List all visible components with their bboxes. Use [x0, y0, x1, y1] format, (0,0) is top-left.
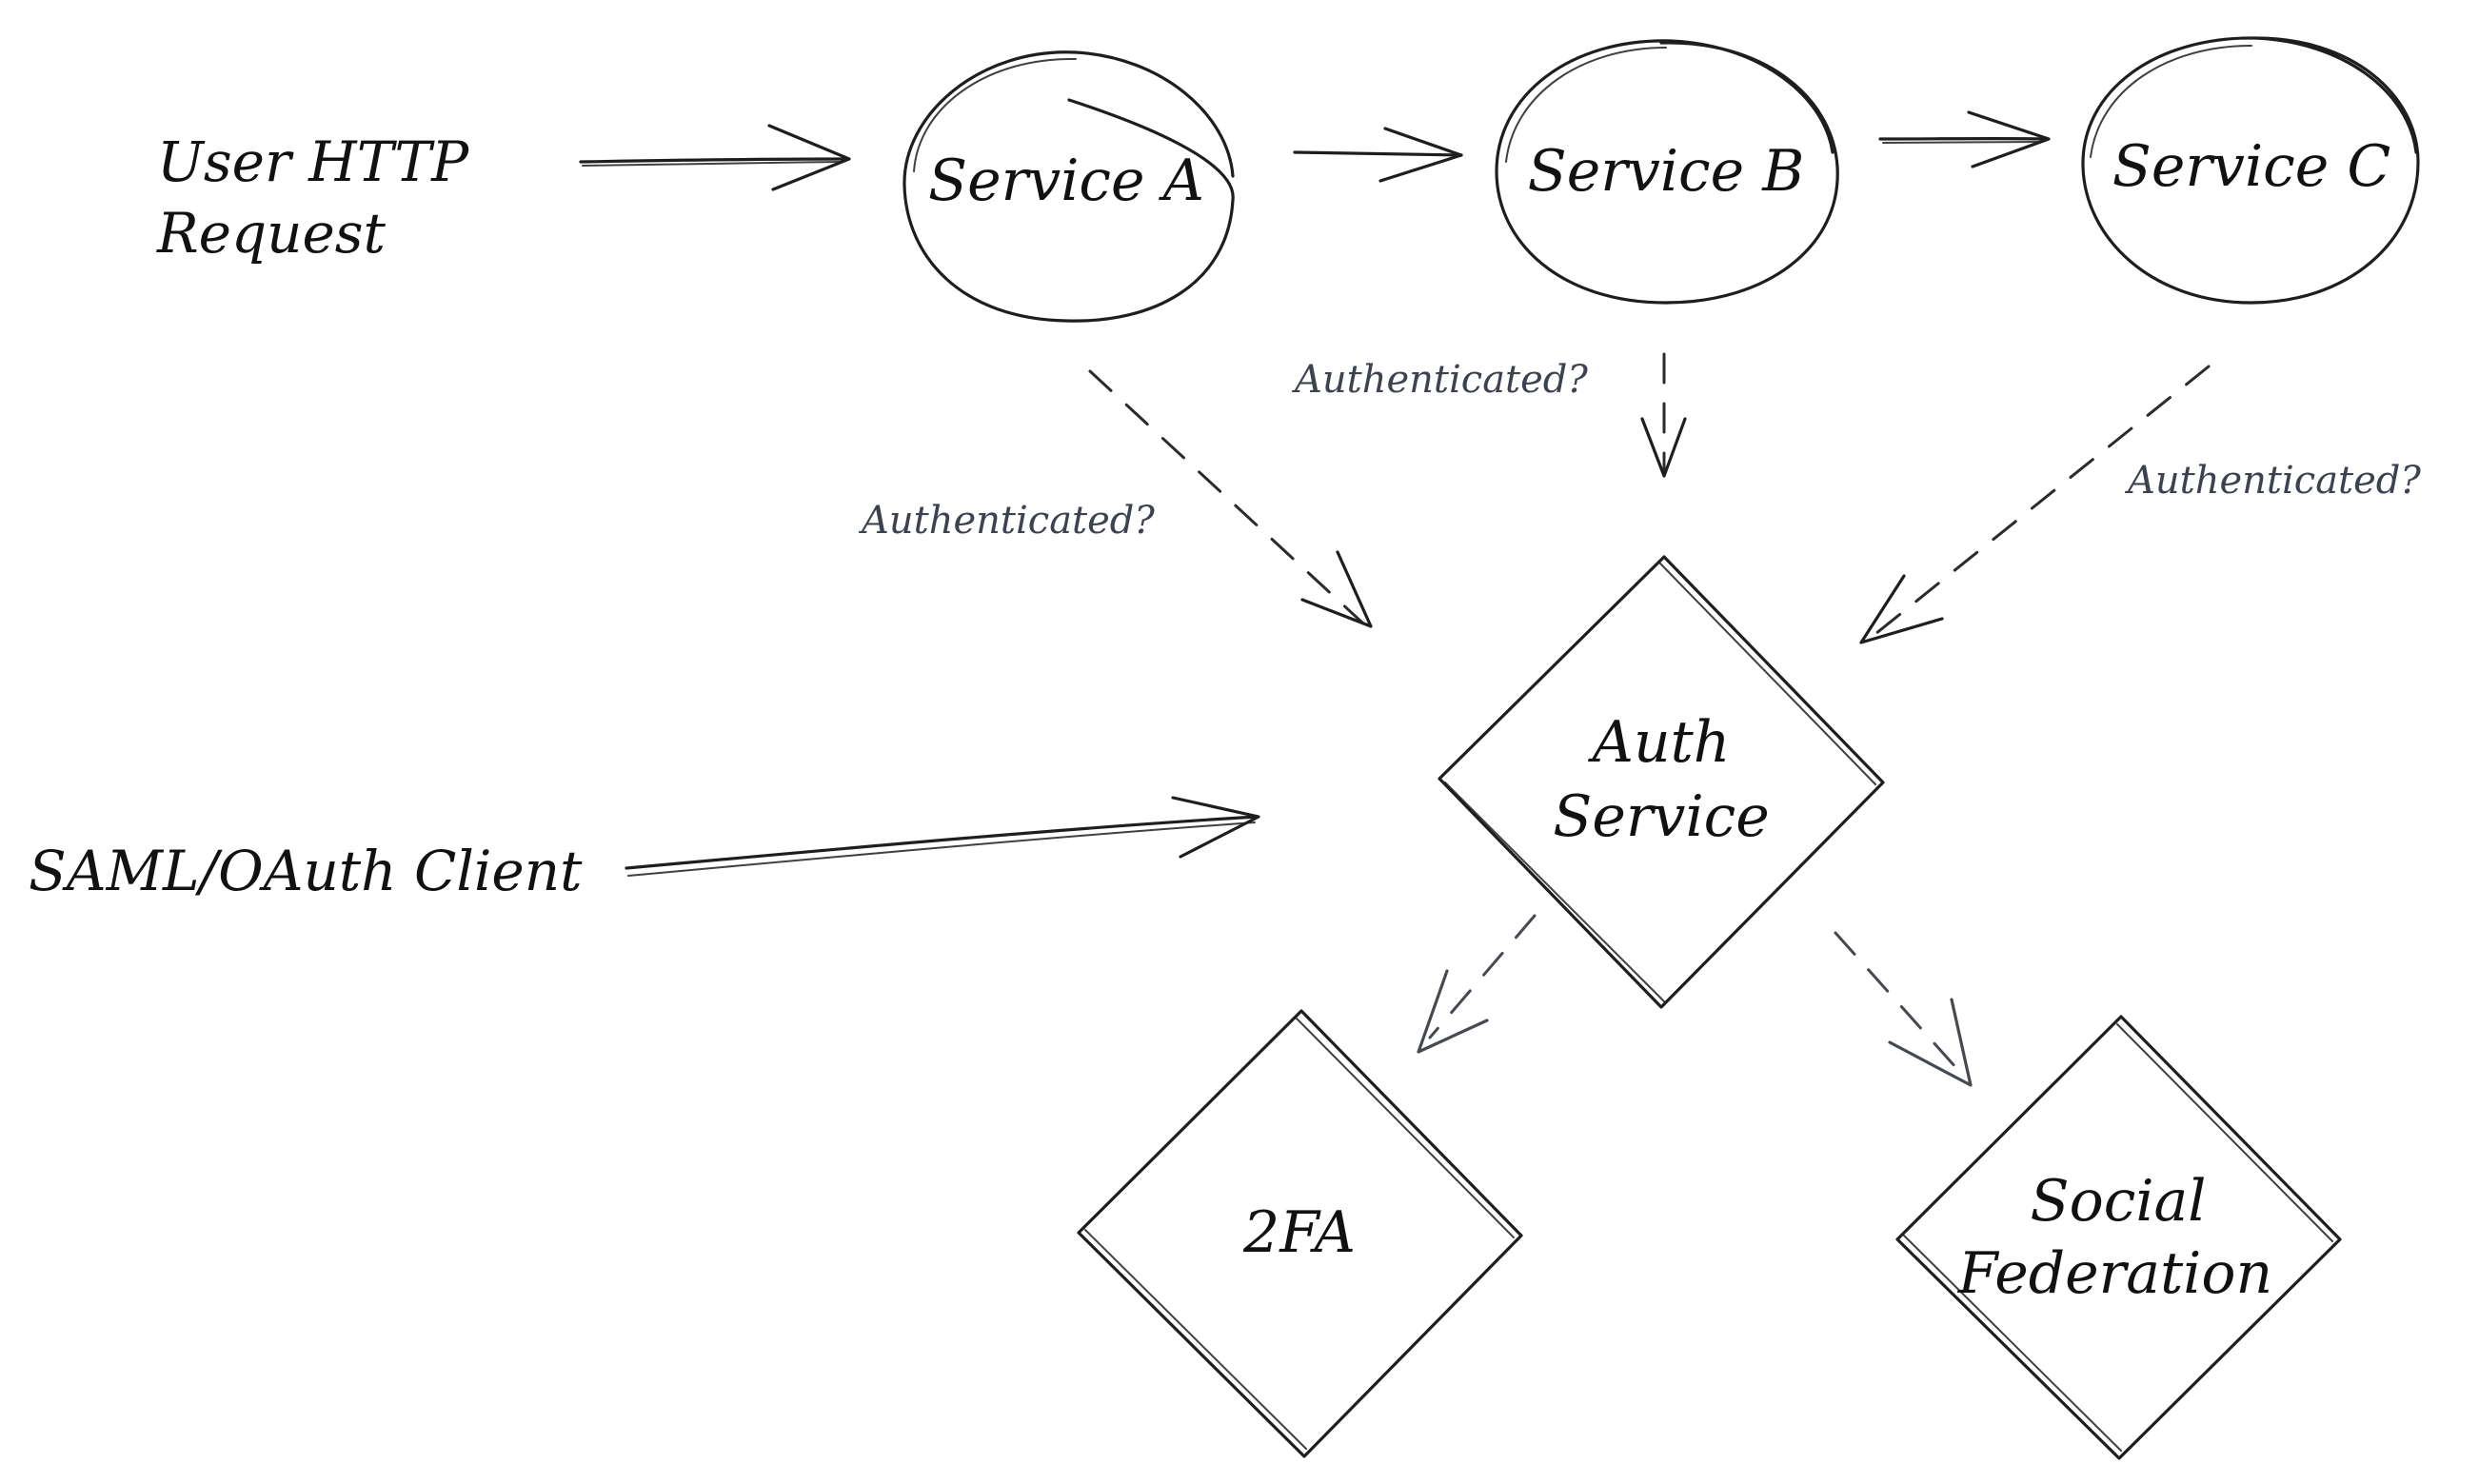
edge-service-a-to-auth: Authenticated? — [858, 369, 1373, 628]
arrow-saml-to-auth — [625, 796, 1260, 877]
edge-service-b-to-auth: Authenticated? — [1291, 352, 1687, 478]
user-http-request-line1: User HTTP — [157, 129, 469, 194]
service-c-label: Service C — [2112, 133, 2390, 200]
service-a-node[interactable]: Service A — [902, 50, 1235, 323]
auth-service-label-line2: Service — [1553, 783, 1770, 850]
two-fa-node[interactable]: 2FA — [1077, 1009, 1523, 1458]
saml-oauth-client-label: SAML/OAuth Client — [29, 839, 583, 903]
service-a-label: Service A — [928, 148, 1204, 214]
service-b-node[interactable]: Service B — [1495, 39, 1839, 305]
edge-service-c-to-auth: Authenticated? — [1859, 365, 2421, 644]
social-federation-node[interactable]: Social Federation — [1895, 1015, 2342, 1460]
service-c-node[interactable]: Service C — [2081, 36, 2420, 305]
arrow-service-b-to-c — [1878, 110, 2051, 168]
user-http-request-line2: Request — [156, 201, 387, 266]
arrow-user-to-service-a — [579, 124, 851, 191]
user-http-request-label: User HTTP Request — [156, 129, 469, 266]
auth-service-label-line1: Auth — [1588, 709, 1731, 776]
edge-label-b-authenticated: Authenticated? — [1291, 358, 1588, 402]
edge-label-a-authenticated: Authenticated? — [858, 499, 1155, 543]
edge-auth-to-social-federation — [1834, 931, 1973, 1087]
social-federation-label-line1: Social — [2031, 1168, 2207, 1235]
edge-label-c-authenticated: Authenticated? — [2124, 459, 2421, 503]
edge-auth-to-2fa — [1417, 914, 1537, 1054]
social-federation-label-line2: Federation — [1957, 1240, 2272, 1307]
arrow-service-a-to-b — [1293, 127, 1463, 183]
auth-service-node[interactable]: Auth Service — [1438, 555, 1885, 1009]
service-b-label: Service B — [1528, 138, 1805, 205]
two-fa-label: 2FA — [1242, 1199, 1356, 1266]
